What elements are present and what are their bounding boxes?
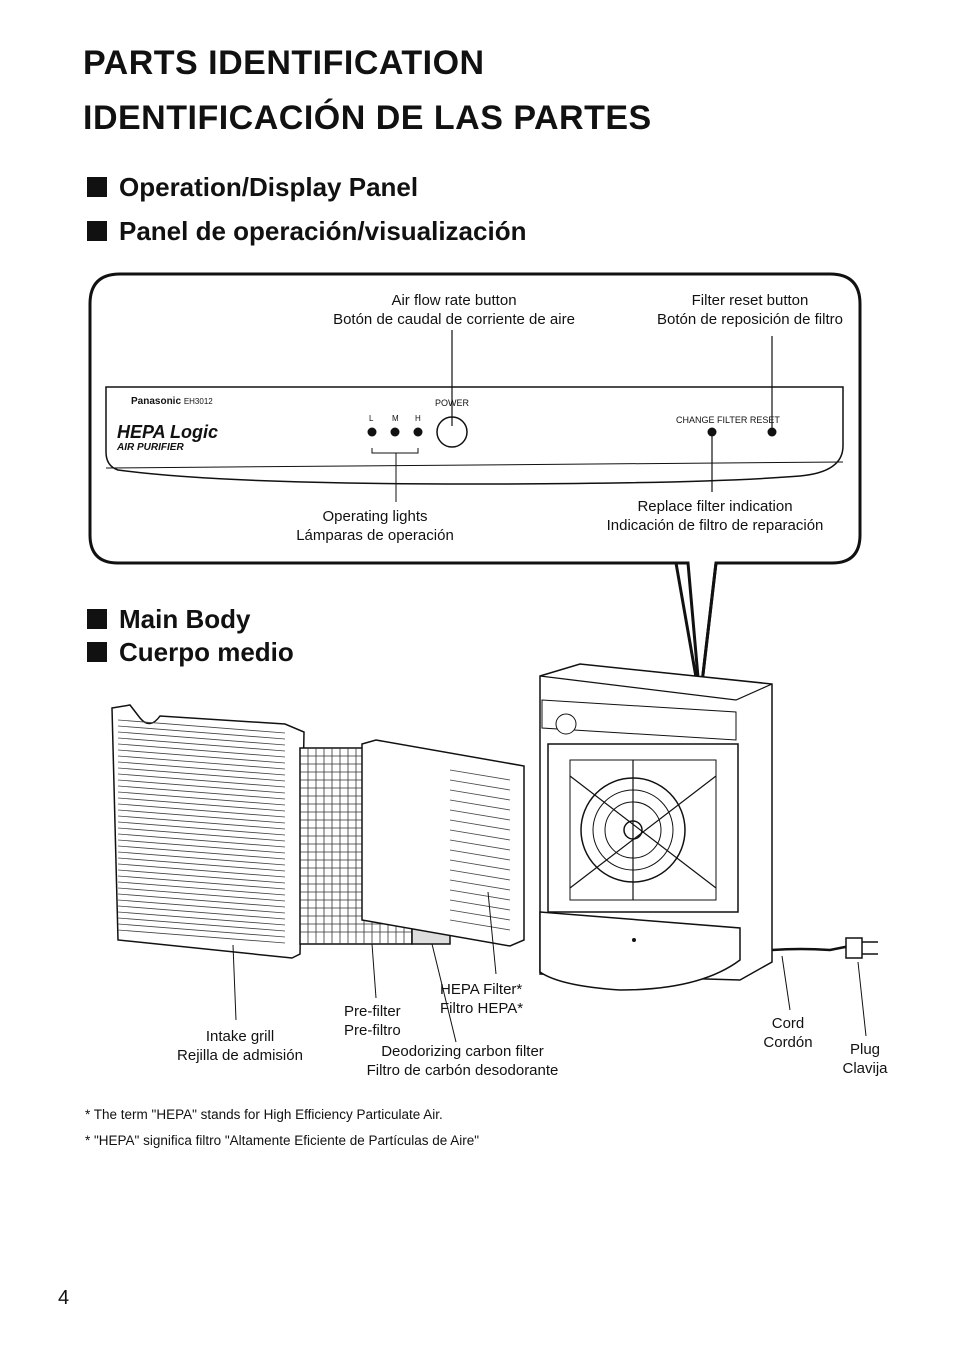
label-text-en: Intake grill: [205, 1028, 275, 1045]
callout-text-es: Indicación de filtro de reparación: [606, 517, 824, 534]
label-cord: Cord Cordón: [748, 1014, 828, 1052]
intake-grill: [111, 704, 305, 1021]
callout-text-en: Replace filter indication: [637, 498, 793, 515]
bullet-square: [87, 642, 107, 662]
label-text-es: Pre-filtro: [344, 1022, 401, 1039]
footnote-en: * The term "HEPA" stands for High Effici…: [85, 1107, 443, 1122]
label-plug: Plug Clavija: [830, 1040, 900, 1078]
callout-replace-filter: Replace filter indication Indicación de …: [590, 497, 840, 535]
bullet-square: [87, 609, 107, 629]
label-m: M: [392, 414, 399, 423]
section-heading-text: Main Body: [119, 604, 251, 634]
label-text-es: Clavija: [842, 1060, 888, 1077]
bullet-square: [87, 177, 107, 197]
label-text-en: Plug: [849, 1041, 881, 1058]
callout-operating-lights: Operating lights Lámparas de operación: [270, 507, 480, 545]
label-text-en: Deodorizing carbon filter: [381, 1043, 544, 1060]
bullet-square: [87, 221, 107, 241]
light-l: [367, 427, 377, 437]
plug-icon: [845, 937, 878, 959]
label-carbon-filter: Deodorizing carbon filter Filtro de carb…: [340, 1042, 585, 1080]
callout-air-flow: Air flow rate button Botón de caudal de …: [302, 291, 606, 329]
section-heading-body-es: Cuerpo medio: [87, 637, 294, 668]
label-text-es: Filtro de carbón desodorante: [366, 1062, 559, 1079]
label-intake-grill: Intake grill Rejilla de admisión: [160, 1027, 320, 1065]
light-m: [390, 427, 400, 437]
label-h: H: [415, 414, 421, 423]
control-panel: [105, 386, 844, 485]
callout-filter-reset: Filter reset button Botón de reposición …: [640, 291, 860, 329]
page-title-es: IDENTIFICACIÓN DE LAS PARTES: [83, 99, 652, 137]
footnote-es: * "HEPA" significa filtro "Altamente Efi…: [85, 1133, 480, 1148]
callout-text-es: Lámparas de operación: [296, 527, 454, 544]
hepa-filter: [361, 739, 525, 975]
section-heading-panel-es: Panel de operación/visualización: [87, 216, 526, 247]
callout-text-en: Filter reset button: [691, 292, 809, 309]
label-pre-filter: Pre-filter Pre-filtro: [344, 1002, 444, 1040]
hepa-logic-logo: HEPA Logic: [117, 422, 219, 442]
label-l: L: [369, 414, 374, 423]
callout-text-es: Botón de reposición de filtro: [657, 311, 843, 328]
change-filter-reset-label: CHANGE FILTER RESET: [676, 415, 780, 425]
callout-text-en: Operating lights: [322, 508, 428, 525]
section-heading-text: Cuerpo medio: [119, 637, 294, 667]
label-text-en: Cord: [771, 1015, 805, 1032]
label-text-en: Pre-filter: [344, 1003, 401, 1020]
model-number: EH3012: [183, 397, 213, 406]
page-title-en: PARTS IDENTIFICATION: [83, 44, 485, 82]
section-heading-body-en: Main Body: [87, 604, 250, 635]
label-text-en: HEPA Filter*: [440, 981, 523, 998]
brand-name: Panasonic: [131, 396, 182, 407]
label-text-es: Cordón: [763, 1034, 813, 1051]
air-purifier-label: AIR PURIFIER: [117, 442, 184, 453]
cord: [771, 944, 851, 952]
section-heading-panel-en: Operation/Display Panel: [87, 172, 418, 203]
change-filter-light: [707, 427, 717, 437]
power-label: POWER: [435, 398, 470, 408]
purifier-unit: [539, 663, 878, 1037]
label-hepa-filter: HEPA Filter* Filtro HEPA*: [440, 980, 560, 1018]
reset-button: [767, 427, 777, 437]
callout-text-es: Botón de caudal de corriente de aire: [333, 311, 575, 328]
brand-label: Panasonic EH3012: [131, 396, 213, 407]
section-heading-text: Panel de operación/visualización: [119, 216, 527, 246]
label-text-es: Rejilla de admisión: [177, 1047, 303, 1064]
section-heading-text: Operation/Display Panel: [119, 172, 419, 202]
label-text-es: Filtro HEPA*: [440, 1000, 524, 1017]
callout-text-en: Air flow rate button: [391, 292, 517, 309]
page-number: 4: [58, 1287, 70, 1309]
light-h: [413, 427, 423, 437]
